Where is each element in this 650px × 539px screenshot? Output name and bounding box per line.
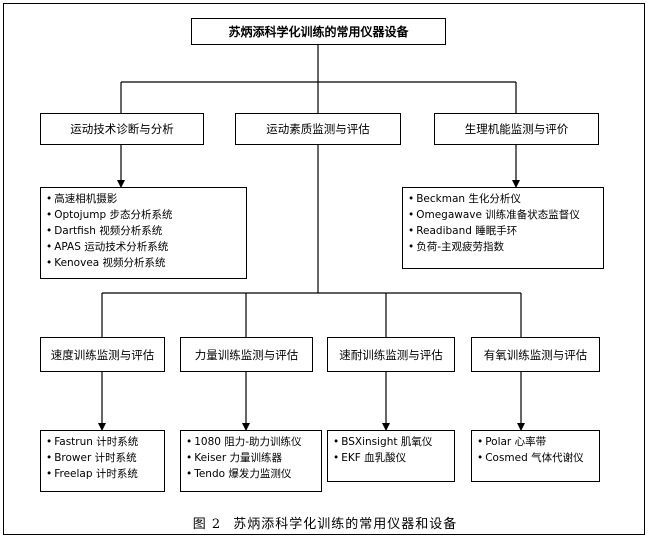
list-item: Brower 计时系统 [46, 450, 164, 466]
root-node: 苏炳添科学化训练的常用仪器设备 [191, 18, 446, 45]
list-item: 高速相机摄影 [46, 191, 246, 207]
list-item: Omegawave 训练准备状态监督仪 [408, 207, 603, 223]
category-strength: 力量训练监测与评估 [180, 337, 313, 372]
category-technique: 运动技术诊断与分析 [40, 113, 204, 145]
technique-device-list: 高速相机摄影 Optojump 步态分析系统 Dartfish 视频分析系统 A… [40, 187, 247, 279]
category-speed: 速度训练监测与评估 [40, 337, 165, 372]
list-item: Readiband 睡眠手环 [408, 223, 603, 239]
list-item: 1080 阻力-助力训练仪 [186, 434, 321, 450]
figure-caption: 图 2 苏炳添科学化训练的常用仪器和设备 [0, 513, 650, 532]
list-item: Keiser 力量训练器 [186, 450, 321, 466]
list-item: Optojump 步态分析系统 [46, 207, 246, 223]
category-physiology: 生理机能监测与评价 [434, 113, 599, 145]
category-quality-label: 运动素质监测与评估 [266, 122, 370, 136]
category-speed-endurance-label: 速耐训练监测与评估 [339, 347, 443, 362]
speed-endurance-device-list: BSXinsight 肌氧仪 EKF 血乳酸仪 [327, 430, 455, 482]
figure-frame [3, 3, 645, 535]
category-physiology-label: 生理机能监测与评价 [464, 122, 569, 136]
list-item: Freelap 计时系统 [46, 466, 164, 482]
physiology-device-list: Beckman 生化分析仪 Omegawave 训练准备状态监督仪 Readib… [402, 187, 604, 269]
category-strength-label: 力量训练监测与评估 [194, 347, 299, 362]
list-item: Cosmed 气体代谢仪 [477, 450, 599, 466]
list-item: Dartfish 视频分析系统 [46, 223, 246, 239]
list-item: APAS 运动技术分析系统 [46, 239, 246, 255]
speed-device-list: Fastrun 计时系统 Brower 计时系统 Freelap 计时系统 [40, 430, 165, 492]
root-label: 苏炳添科学化训练的常用仪器设备 [228, 25, 409, 39]
category-quality: 运动素质监测与评估 [235, 113, 401, 145]
list-item: Polar 心率带 [477, 434, 599, 450]
aerobic-device-list: Polar 心率带 Cosmed 气体代谢仪 [471, 430, 600, 482]
category-speed-label: 速度训练监测与评估 [50, 347, 155, 362]
list-item: BSXinsight 肌氧仪 [333, 434, 454, 450]
list-item: Beckman 生化分析仪 [408, 191, 603, 207]
category-aerobic-label: 有氧训练监测与评估 [483, 347, 588, 362]
list-item: Kenovea 视频分析系统 [46, 255, 246, 271]
category-speed-endurance: 速耐训练监测与评估 [327, 337, 455, 372]
list-item: EKF 血乳酸仪 [333, 450, 454, 466]
list-item: 负荷-主观疲劳指数 [408, 239, 603, 255]
figure-number: 图 2 [192, 517, 222, 532]
strength-device-list: 1080 阻力-助力训练仪 Keiser 力量训练器 Tendo 爆发力监测仪 [180, 430, 322, 492]
figure-title: 苏炳添科学化训练的常用仪器和设备 [233, 517, 458, 532]
list-item: Tendo 爆发力监测仪 [186, 466, 321, 482]
list-item: Fastrun 计时系统 [46, 434, 164, 450]
category-technique-label: 运动技术诊断与分析 [70, 122, 174, 136]
category-aerobic: 有氧训练监测与评估 [471, 337, 600, 372]
